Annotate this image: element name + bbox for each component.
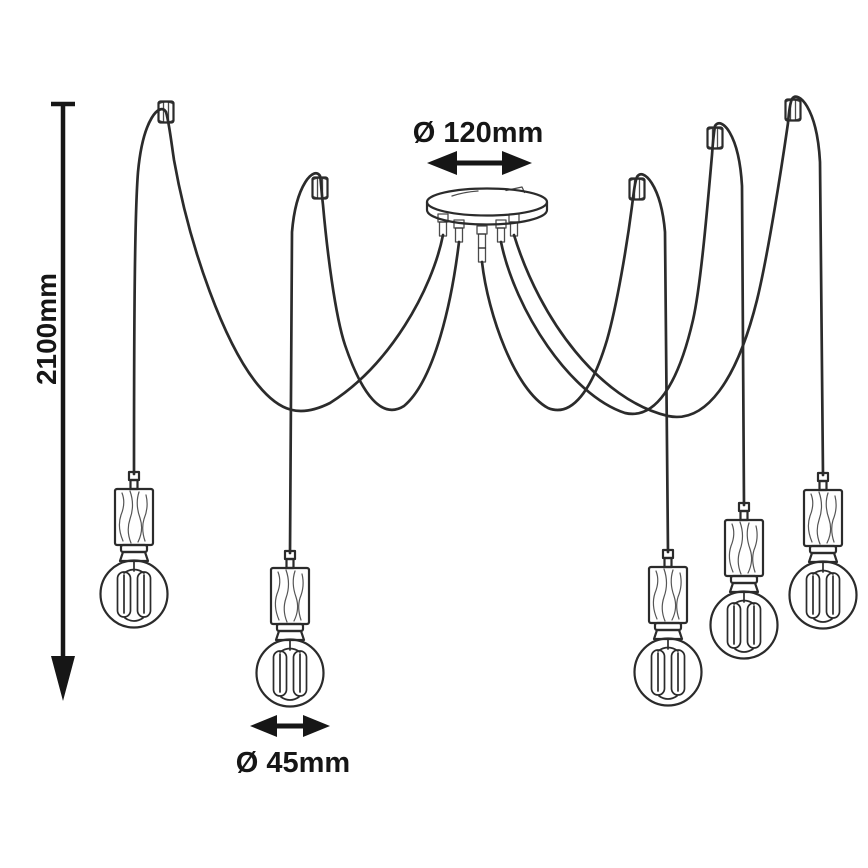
cable-3 [480,173,670,554]
canopy-arrowhead-right [502,151,532,175]
bulb-diameter-label: Ø 45mm [236,747,350,779]
bulb-arrowhead-right [303,715,330,737]
pendant-2 [255,549,325,708]
canopy-rim [425,200,549,226]
dimension-height: 2100mm [31,101,75,701]
pendant-5 [788,471,858,630]
canopy-disc [425,187,549,217]
pendant-3 [633,548,703,707]
suspension-cables [132,95,825,555]
gland-5 [508,213,520,237]
canopy-notch [505,186,526,194]
bulb-arrowhead-left [250,715,277,737]
dimension-canopy-diameter: Ø 120mm [413,117,544,175]
gland-3-extension [477,247,487,263]
cable-1 [132,107,445,476]
height-arrowhead-down [51,656,75,701]
cable-4 [499,121,746,507]
pendant-4 [709,501,779,660]
canopy-arrowhead-left [427,151,457,175]
gland-3 [476,225,488,249]
canopy-shading [451,190,479,197]
dimension-bulb-diameter: Ø 45mm [236,715,350,779]
height-label: 2100mm [31,273,62,385]
canopy-diameter-label: Ø 120mm [413,117,544,149]
ceiling-canopy [425,186,549,263]
cable-2 [288,172,461,555]
gland-1 [437,213,449,237]
pendant-1 [99,470,169,629]
cable-5 [512,95,825,477]
